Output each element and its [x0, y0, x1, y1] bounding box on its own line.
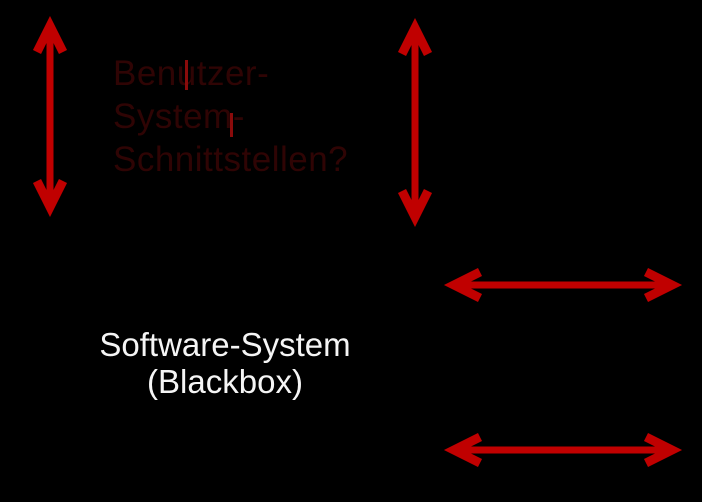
- software-system-label-line2: (Blackbox): [147, 363, 303, 400]
- fade-in-stroke-tick: [230, 113, 233, 137]
- faded-questions-text: Benutzer- System- Schnittstellen?: [113, 52, 348, 181]
- arrow-head-right: [643, 432, 683, 468]
- software-system-blackbox-label: Software-System (Blackbox): [60, 326, 390, 400]
- fade-in-stroke-tick: [185, 60, 188, 90]
- horizontal-double-arrow-right-icon: [443, 267, 683, 303]
- vertical-double-arrow-middle-icon: [397, 17, 433, 228]
- arrow-head-up: [397, 17, 433, 57]
- faded-question-line: System-: [113, 97, 245, 136]
- faded-question-line: Schnittstellen?: [113, 140, 349, 179]
- arrow-head-left: [443, 432, 483, 468]
- arrow-head-right: [643, 267, 683, 303]
- arrow-head-up: [32, 15, 68, 55]
- faded-question-line: Benutzer-: [113, 54, 270, 93]
- arrow-head-left: [443, 267, 483, 303]
- software-system-label-line1: Software-System: [99, 326, 351, 363]
- arrow-head-down: [32, 178, 68, 218]
- horizontal-double-arrow-bottom-right-icon: [443, 432, 683, 468]
- arrow-head-down: [397, 188, 433, 228]
- vertical-double-arrow-left-icon: [32, 15, 68, 218]
